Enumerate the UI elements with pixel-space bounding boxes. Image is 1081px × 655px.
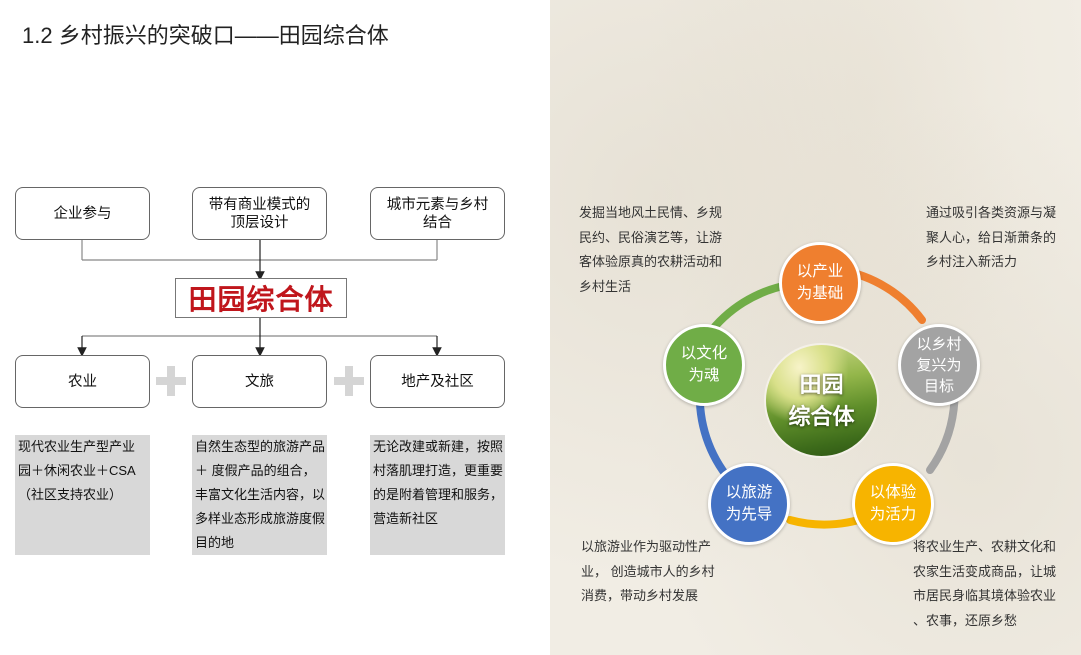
- wheel-node-tourism: 以旅游为先导: [708, 463, 790, 545]
- wheel-node-experience: 以体验为活力: [852, 463, 934, 545]
- wheel-node-culture: 以文化为魂: [663, 324, 745, 406]
- input-box-enterprise: 企业参与: [15, 187, 150, 240]
- connector-lines: [77, 240, 442, 357]
- pillar-desc-realestate-community: 无论改建或新建，按照 村落肌理打造，更重要 的是附着管理和服务， 营造新社区: [370, 435, 505, 555]
- input-box-business-design: 带有商业模式的顶层设计: [192, 187, 327, 240]
- plus-icon: [334, 366, 364, 396]
- note-experience: 将农业生产、农耕文化和 农家生活变成商品，让城 市居民身临其境体验农业 、农事，…: [913, 539, 1057, 628]
- pillar-desc-agriculture: 现代农业生产型产业 园＋休闲农业＋CSA （社区支持农业）: [15, 435, 150, 555]
- pillar-box-culture-tourism: 文旅: [192, 355, 327, 408]
- page-title: 1.2 乡村振兴的突破口——田园综合体: [22, 23, 389, 48]
- note-tourism: 以旅游业作为驱动性产 业， 创造城市人的乡村 消费，带动乡村发展: [581, 539, 715, 603]
- center-label: 田园综合体: [175, 278, 347, 318]
- wheel-node-industry: 以产业为基础: [779, 242, 861, 324]
- pillar-box-agriculture: 农业: [15, 355, 150, 408]
- note-revival: 通过吸引各类资源与凝 聚人心，给日渐萧条的 乡村注入新活力: [926, 205, 1057, 269]
- parchment-panel: [550, 0, 1081, 655]
- input-box-urban-rural: 城市元素与乡村结合: [370, 187, 505, 240]
- pillar-desc-culture-tourism: 自然生态型的旅游产品 ＋ 度假产品的组合， 丰富文化生活内容，以 多样业态形成旅…: [192, 435, 327, 555]
- note-culture: 发掘当地风土民情、乡规 民约、民俗演艺等，让游 客体验原真的农耕活动和 乡村生活: [579, 205, 723, 294]
- wheel-node-revival: 以乡村复兴为目标: [898, 324, 980, 406]
- pillar-box-realestate-community: 地产及社区: [370, 355, 505, 408]
- plus-icon: [156, 366, 186, 396]
- hub-image-badge: 田园 综合体: [764, 343, 879, 458]
